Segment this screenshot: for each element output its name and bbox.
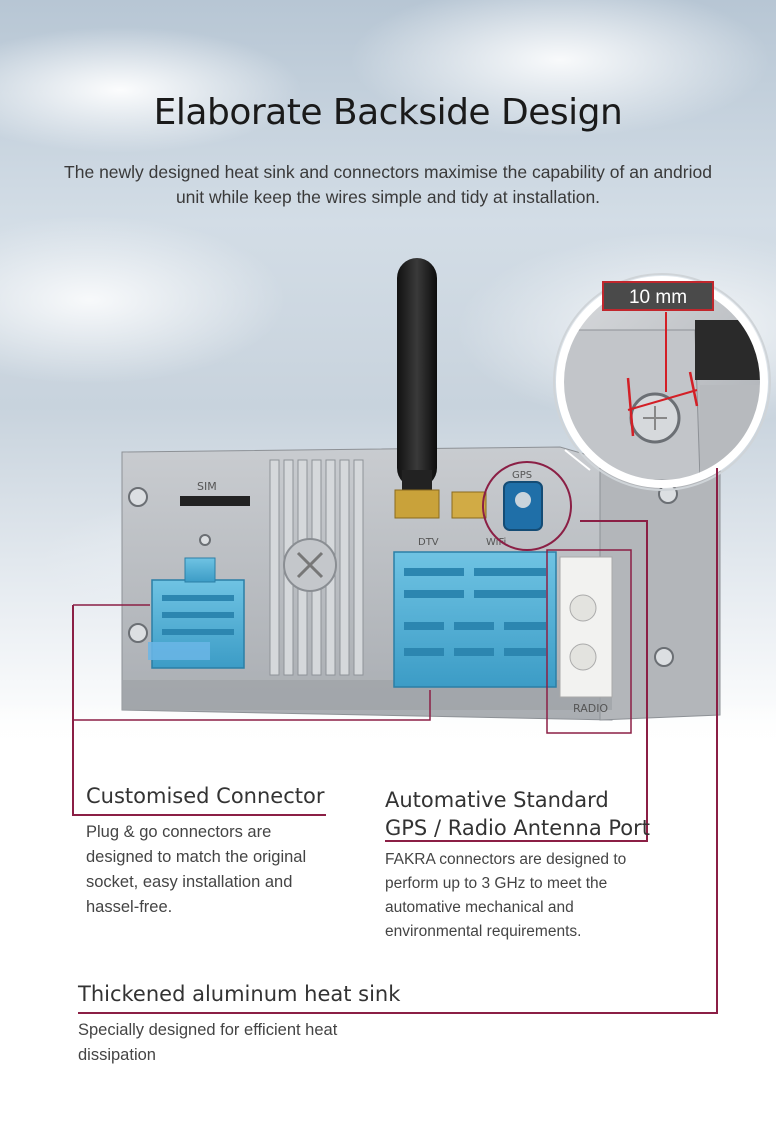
sim-label: SIM [197, 480, 217, 493]
sim-slot [180, 496, 250, 506]
unit-backside-illustration: SIM RADIO [73, 258, 771, 734]
feature-title-connector: Customised Connector [86, 784, 325, 808]
gps-label: GPS [512, 470, 532, 481]
zoom-callout [560, 280, 764, 484]
dtv-label: DTV [418, 537, 439, 548]
feature-text-antenna: FAKRA connectors are designed to perform… [385, 851, 627, 940]
leader-line [72, 605, 74, 815]
radio-port [559, 556, 613, 698]
leader-line [716, 468, 718, 1014]
wifi-connector [451, 491, 487, 519]
dtv-connector [394, 489, 440, 519]
radio-highlight-box [546, 549, 632, 734]
feature-title-antenna-line2: GPS / Radio Antenna Port [385, 816, 651, 840]
leader-line [385, 840, 647, 842]
leader-line [580, 520, 648, 522]
leader-line [72, 814, 326, 816]
radio-label: RADIO [573, 702, 608, 715]
feature-title-antenna: Automative Standard GPS / Radio Antenna … [385, 786, 650, 842]
measure-label: 10 mm [602, 281, 714, 311]
gps-highlight-circle [482, 461, 572, 551]
leader-line [78, 1012, 718, 1014]
page-title: Elaborate Backside Design [153, 92, 623, 133]
feature-title-heatsink: Thickened aluminum heat sink [78, 982, 401, 1006]
feature-text-heatsink: Specially designed for efficient heat di… [78, 1021, 338, 1064]
feature-title-antenna-line1: Automative Standard [385, 788, 609, 812]
feature-text-connector: Plug & go connectors are designed to mat… [86, 823, 307, 916]
leader-line [646, 520, 648, 842]
zoom-ring [556, 276, 768, 488]
wifi-label: WiFi [486, 537, 506, 548]
wifi-antenna [397, 258, 437, 488]
unit-side-chassis [599, 461, 721, 721]
page-subtitle: The newly designed heat sink and connect… [64, 162, 712, 207]
